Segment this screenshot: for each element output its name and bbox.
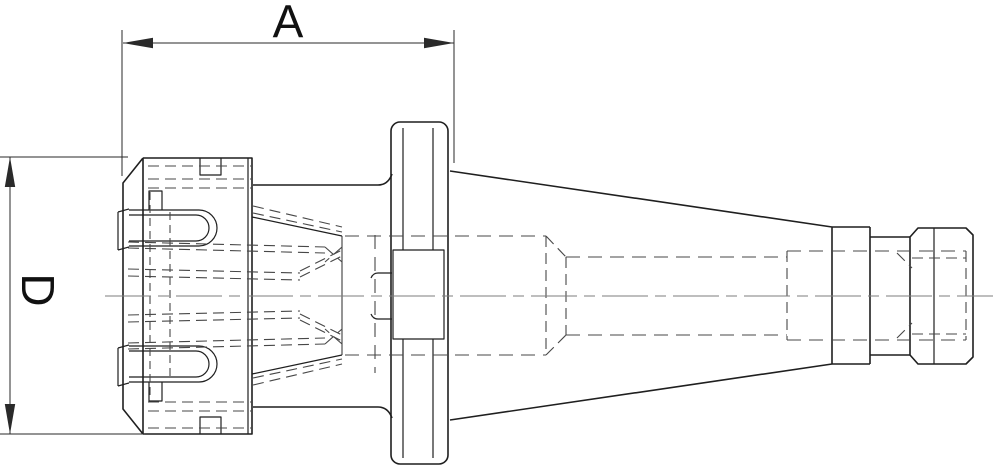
collet-taper-visible [251, 216, 343, 375]
collet-bore-outer [127, 241, 326, 350]
back-bore [787, 250, 966, 341]
nut-bottom-notch [199, 416, 222, 434]
dimension-d-label: D [12, 273, 64, 306]
collet-bore-inner [127, 268, 301, 323]
back-bore-chamfer [896, 252, 913, 339]
slot-opening [117, 344, 130, 387]
neck-cylinder [253, 173, 393, 419]
relief-groove [370, 272, 392, 320]
nut-thread-hidden [148, 165, 252, 429]
collet-face-hidden [149, 192, 171, 398]
wrench-slot-bottom [117, 344, 218, 387]
slot-inner [129, 214, 210, 242]
dim-d-extension-lines [0, 156, 145, 435]
dim-a-arrow-left [123, 37, 153, 49]
dimension-a-label: A [273, 0, 304, 48]
nut-lug-details [148, 190, 163, 402]
dim-d-arrow-bottom [4, 404, 16, 434]
wrench-slot-top [117, 208, 218, 251]
hidden-lines [127, 165, 967, 429]
bore-small [566, 256, 787, 336]
dimension-d: D [0, 156, 145, 435]
drive-slot [392, 249, 445, 340]
end-neck [870, 236, 910, 356]
slot-inner [129, 350, 210, 378]
collet-cone-hidden [299, 249, 343, 342]
flange [390, 121, 449, 465]
bore-large [345, 235, 546, 356]
slot-outer [129, 209, 218, 247]
dim-a-extension-lines [121, 30, 455, 176]
dimension-a: A [121, 0, 455, 176]
slot-opening [117, 208, 130, 251]
body-neck [251, 173, 393, 419]
flange-outline [390, 121, 449, 465]
flange-groove-edges [402, 128, 434, 458]
dim-a-arrow-right [424, 37, 454, 49]
dim-d-arrow-top [4, 157, 16, 187]
